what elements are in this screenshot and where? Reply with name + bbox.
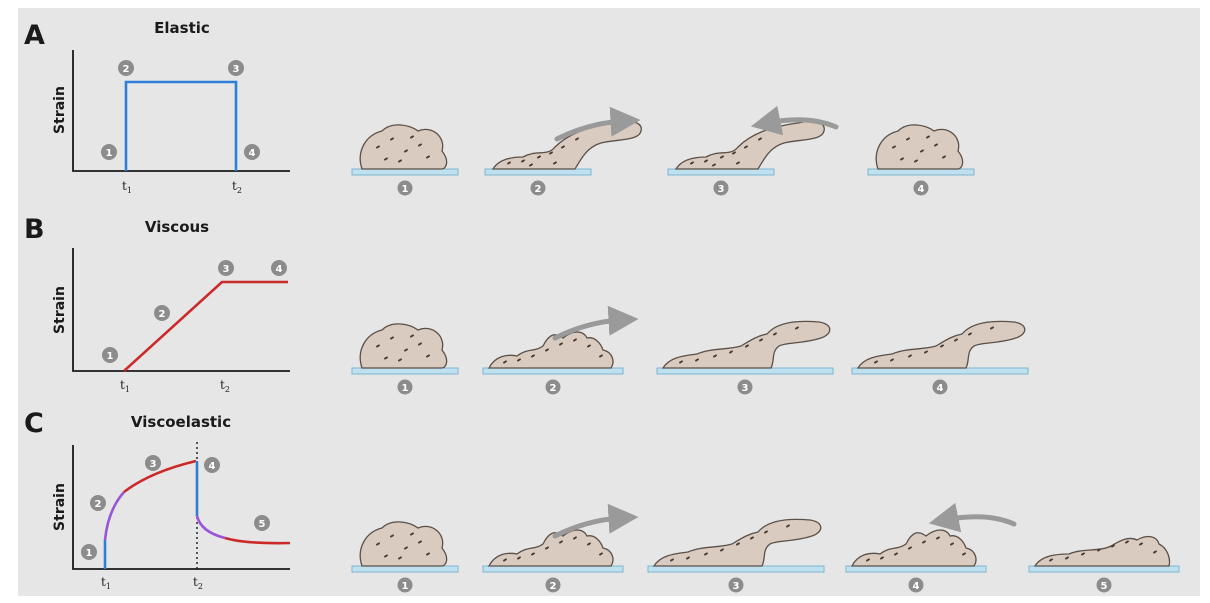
panel-letter: C [24,408,44,439]
stage-number: 3 [733,581,740,592]
stage-number: 4 [918,184,925,195]
substrate-slide [352,368,458,374]
svg-text:5: 5 [259,519,266,530]
svg-text:4: 4 [276,264,283,275]
svg-text:1: 1 [106,148,113,159]
svg-text:1: 1 [107,351,114,362]
svg-text:2: 2 [95,499,102,510]
y-axis-label: Strain [52,286,68,334]
substrate-slide [352,169,458,175]
stage-number: 4 [937,383,944,394]
panel-title: Viscous [145,218,209,236]
stage-number: 3 [718,184,725,195]
graph-marker: 1 [101,144,117,160]
substrate-slide [1029,566,1179,572]
graph-marker: 4 [204,457,220,473]
substrate-slide [852,368,1028,374]
graph-marker: 3 [145,455,161,471]
stage-number: 1 [402,184,409,195]
stage-number: 3 [742,383,749,394]
panel-title: Viscoelastic [131,413,231,431]
stage-number: 4 [913,581,920,592]
graph-marker: 4 [244,144,260,160]
substrate-slide [657,368,833,374]
svg-text:2: 2 [123,64,130,75]
y-axis-label: Strain [52,483,68,531]
graph-marker: 1 [81,544,97,560]
graph-marker: 1 [102,347,118,363]
svg-text:3: 3 [223,264,230,275]
figure-background [18,8,1200,596]
svg-text:4: 4 [209,461,216,472]
substrate-slide [846,566,986,572]
graph-marker: 2 [90,495,106,511]
graph-marker: 5 [254,515,270,531]
panel-letter: B [24,214,45,245]
graph-marker: 4 [271,260,287,276]
svg-text:4: 4 [249,148,256,159]
substrate-slide [648,566,824,572]
substrate-slide [668,169,774,175]
substrate-slide [483,566,623,572]
svg-text:1: 1 [86,548,93,559]
stage-number: 1 [402,383,409,394]
stage-number: 5 [1101,581,1108,592]
y-axis-label: Strain [52,86,68,134]
svg-text:3: 3 [233,64,240,75]
svg-text:2: 2 [159,309,166,320]
graph-marker: 3 [228,60,244,76]
substrate-slide [352,566,458,572]
panel-title: Elastic [154,19,210,37]
graph-marker: 3 [218,260,234,276]
graph-marker: 2 [154,305,170,321]
substrate-slide [868,169,974,175]
svg-text:3: 3 [150,459,157,470]
substrate-slide [485,169,591,175]
stage-number: 2 [550,581,557,592]
stage-number: 2 [550,383,557,394]
stage-number: 1 [402,581,409,592]
stage-number: 2 [535,184,542,195]
substrate-slide [483,368,623,374]
panel-letter: A [24,20,45,51]
graph-marker: 2 [118,60,134,76]
